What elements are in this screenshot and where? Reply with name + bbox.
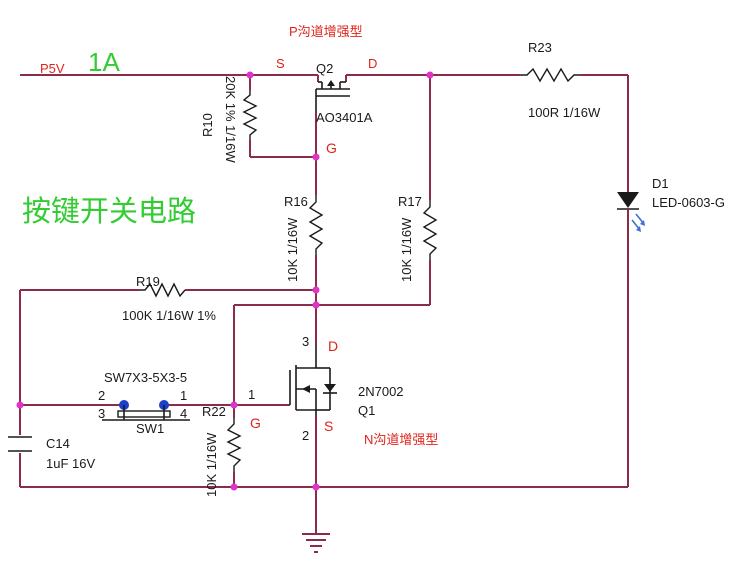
r23-ref: R23 <box>528 40 552 55</box>
r23-resistor <box>520 67 580 83</box>
r10-ref: R10 <box>200 113 215 137</box>
r10-value: 20K 1% 1/16W <box>223 76 238 163</box>
r19-ref: R19 <box>136 274 160 289</box>
r19-value: 100K 1/16W 1% <box>122 308 216 323</box>
d1-part: LED-0603-G <box>652 195 725 210</box>
q2-pmos <box>315 75 350 112</box>
q1-g-label: G <box>250 415 261 431</box>
c14-ref: C14 <box>46 436 70 451</box>
current-label: 1A <box>88 47 120 77</box>
d1-ref: D1 <box>652 176 669 191</box>
c14-value: 1uF 16V <box>46 456 95 471</box>
r23-value: 100R 1/16W <box>528 105 601 120</box>
r19-resistor <box>140 282 186 298</box>
q2-g-label: G <box>326 140 337 156</box>
r17-value: 10K 1/16W <box>399 217 414 282</box>
junctions <box>16 71 434 491</box>
q2-ref: Q2 <box>316 61 333 76</box>
wires <box>19 74 629 534</box>
page-heading: 按键开关电路 <box>22 194 196 228</box>
sw1-switch <box>102 400 190 421</box>
q1-part: 2N7002 <box>358 384 404 399</box>
sw1-pin2: 2 <box>98 388 105 403</box>
q2-part: AO3401A <box>316 110 373 125</box>
q1-nmos <box>289 345 337 415</box>
power-net-label: P5V <box>40 61 65 76</box>
q1-pin-d: 3 <box>302 334 309 349</box>
r22-value: 10K 1/16W <box>204 432 219 497</box>
r16-resistor <box>308 195 324 255</box>
sw1-pin1: 1 <box>180 388 187 403</box>
sw1-pin4: 4 <box>180 406 187 421</box>
c14-capacitor <box>8 436 32 452</box>
sw1-ref: SW1 <box>136 421 164 436</box>
ground-symbol <box>302 533 330 553</box>
r22-resistor <box>226 418 242 472</box>
sw1-pin3: 3 <box>98 406 105 421</box>
r17-resistor <box>422 200 438 260</box>
q1-ref: Q1 <box>358 403 375 418</box>
q1-pin-s: 2 <box>302 428 309 443</box>
q1-d-label: D <box>328 338 338 354</box>
r10-resistor <box>242 90 258 140</box>
r22-ref: R22 <box>202 404 226 419</box>
r17-ref: R17 <box>398 194 422 209</box>
title-n-channel: N沟道增强型 <box>364 432 438 447</box>
sw1-part: SW7X3-5X3-5 <box>104 370 187 385</box>
r16-ref: R16 <box>284 194 308 209</box>
q1-s-label: S <box>324 418 333 434</box>
r16-value: 10K 1/16W <box>285 217 300 282</box>
q2-s-label: S <box>276 56 285 71</box>
labels: P沟道增强型 N沟道增强型 按键开关电路 P5V 1A S D G Q2 AO3… <box>22 24 725 497</box>
d1-led <box>617 185 645 232</box>
q1-pin-g: 1 <box>248 387 255 402</box>
title-p-channel: P沟道增强型 <box>289 24 363 39</box>
q2-d-label: D <box>368 56 377 71</box>
